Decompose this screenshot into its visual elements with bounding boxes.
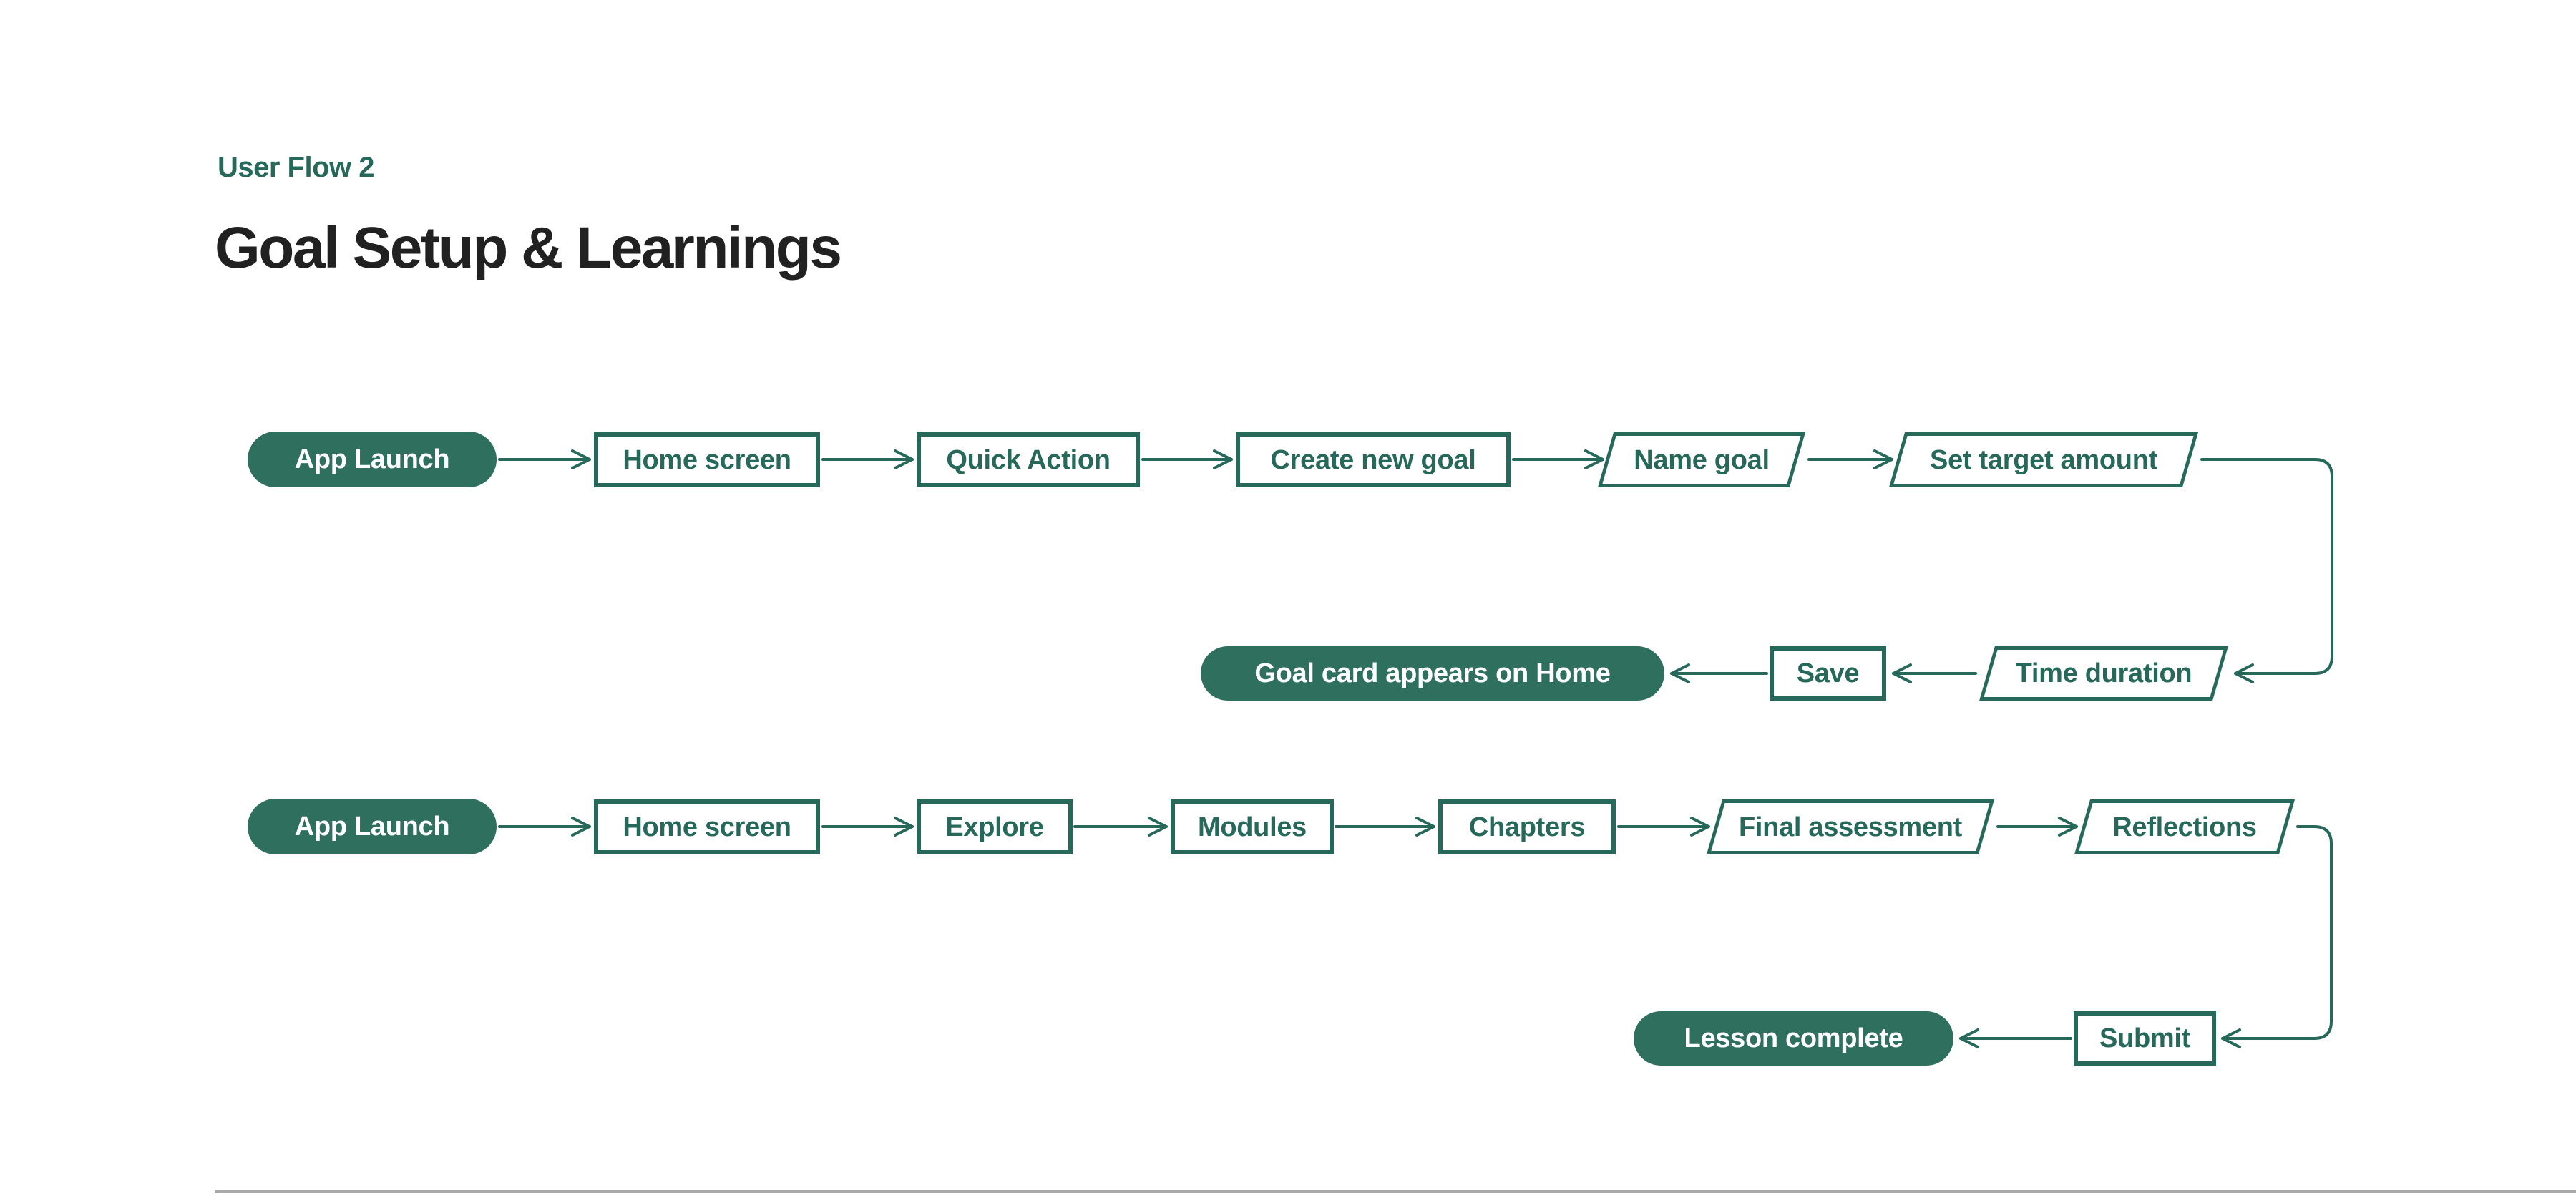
node-label: App Launch [294,444,450,474]
flow2-node-final-assessment[interactable]: Final assessment [1706,799,1995,854]
flow2-node-modules[interactable]: Modules [1171,799,1334,854]
node-label: Chapters [1468,812,1586,842]
flow1-node-app-launch[interactable]: App Launch [248,432,497,487]
flow2-node-lesson-complete[interactable]: Lesson complete [1634,1011,1953,1066]
flow1-node-quick-action[interactable]: Quick Action [917,432,1140,487]
flow-eyebrow: User Flow 2 [218,152,375,183]
flow2-node-reflections[interactable]: Reflections [2074,799,2296,854]
flow2-node-submit[interactable]: Submit [2074,1011,2216,1066]
node-label: Quick Action [946,444,1111,475]
bottom-divider [215,1190,2576,1193]
node-label: Final assessment [1738,812,1963,842]
node-label: Save [1796,658,1860,688]
flow1-node-name-goal[interactable]: Name goal [1597,432,1806,487]
flow2-node-explore[interactable]: Explore [917,799,1073,854]
flow1-node-time-duration[interactable]: Time duration [1979,646,2228,701]
flow1-node-create-new-goal[interactable]: Create new goal [1236,432,1511,487]
node-label: Explore [945,812,1044,842]
flow1-node-set-target-amount[interactable]: Set target amount [1888,432,2199,487]
connector-f2-reflections-submit [2221,825,2333,1048]
node-label: Home screen [623,444,791,475]
node-label: Lesson complete [1684,1023,1903,1053]
flow1-node-home-screen[interactable]: Home screen [594,432,820,487]
flow2-node-app-launch[interactable]: App Launch [248,799,497,854]
node-label: App Launch [294,812,450,842]
connector-f1-settarget-timeduration [2200,458,2333,683]
node-label: Modules [1197,812,1307,842]
flow1-node-save[interactable]: Save [1770,646,1886,701]
node-label: Set target amount [1930,444,2157,475]
node-label: Goal card appears on Home [1254,658,1611,688]
node-label: Time duration [2015,658,2192,688]
node-label: Home screen [623,812,791,842]
node-label: Name goal [1634,444,1770,475]
node-label: Reflections [2112,812,2257,842]
flow1-node-goal-card-appears[interactable]: Goal card appears on Home [1201,646,1664,701]
page-title: Goal Setup & Learnings [215,215,842,281]
flow2-node-home-screen[interactable]: Home screen [594,799,820,854]
flow2-node-chapters[interactable]: Chapters [1438,799,1616,854]
node-label: Create new goal [1270,444,1476,475]
node-label: Submit [2099,1023,2190,1053]
